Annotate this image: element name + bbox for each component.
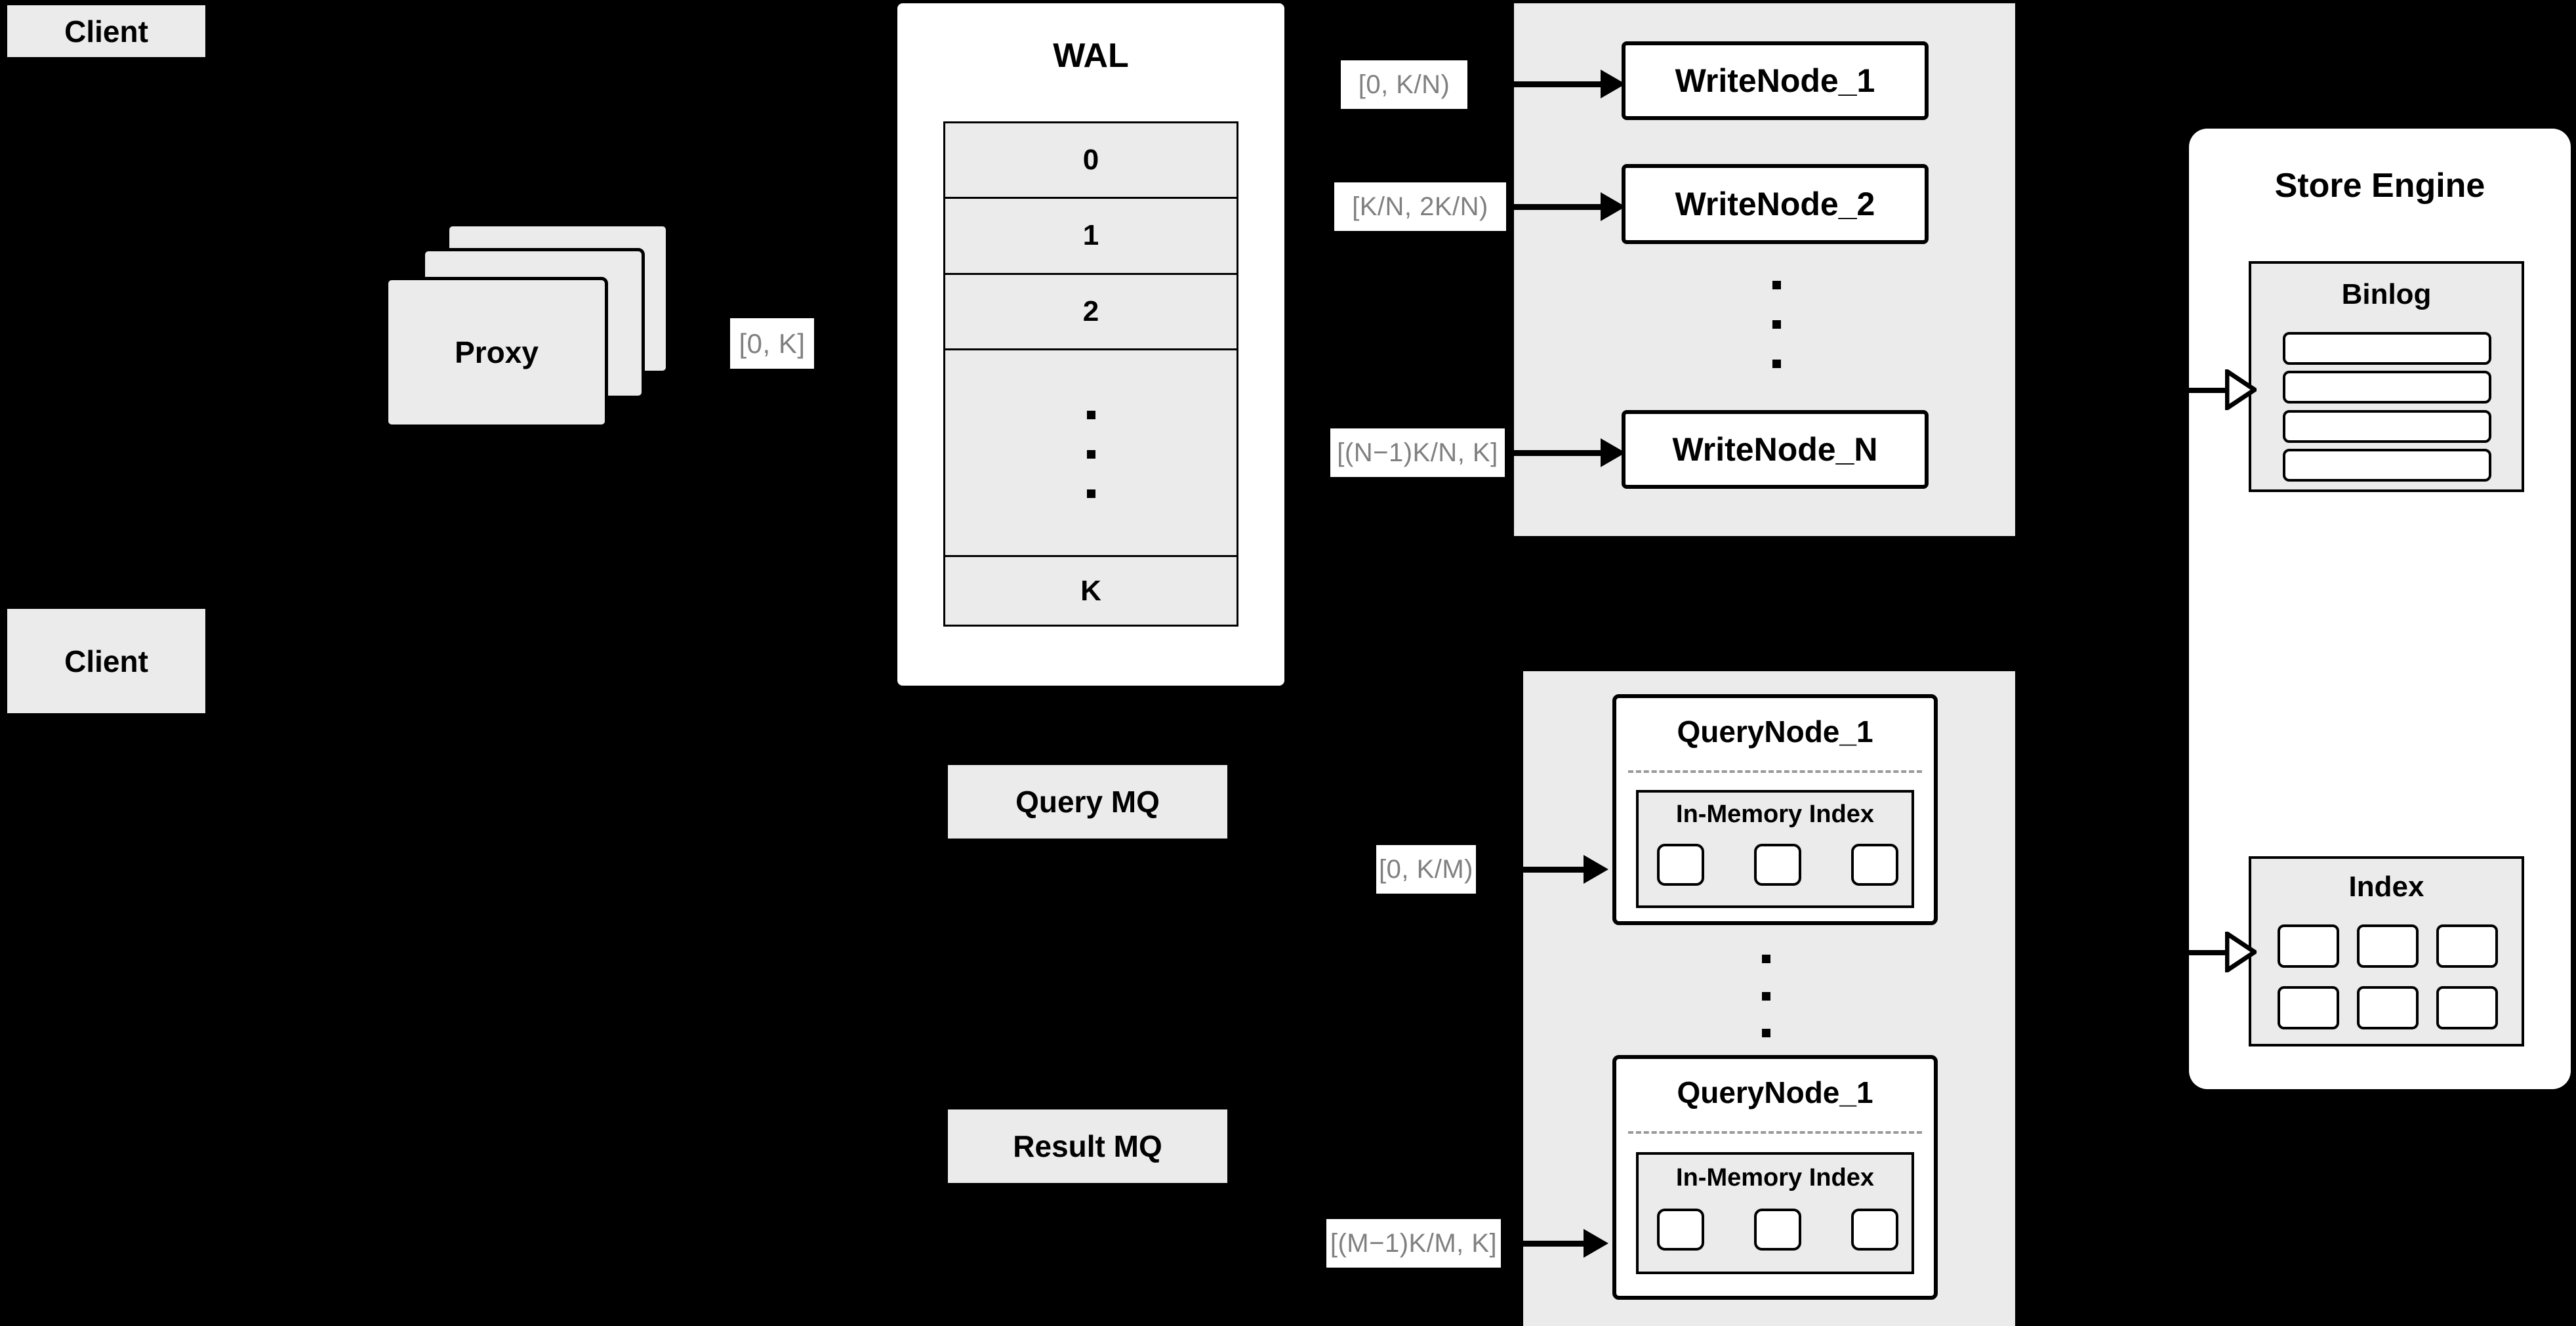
binlog-row <box>2283 371 2491 404</box>
query-mq-box[interactable]: Query MQ <box>946 763 1229 840</box>
binlog-row <box>2283 448 2491 482</box>
index-slot <box>1657 1209 1704 1251</box>
write-group-ellipsis-dot <box>1772 360 1781 368</box>
write-group-ellipsis-dot <box>1772 320 1781 329</box>
wal-cell: 2 <box>943 274 1238 350</box>
index-slot <box>1754 844 1801 886</box>
write-group-ellipsis-dot <box>1772 281 1781 289</box>
write-node-label: WriteNode_1 <box>1675 62 1875 99</box>
index-cell <box>2357 986 2419 1029</box>
result-mq-label: Result MQ <box>1013 1129 1162 1163</box>
write-node-2[interactable]: WriteNode_2 <box>1622 164 1929 244</box>
client-label: Client <box>64 14 148 49</box>
client-box-1[interactable]: Client <box>5 3 207 59</box>
write-node-n[interactable]: WriteNode_N <box>1622 410 1929 489</box>
proxy-range-label: [0, K] <box>730 318 814 369</box>
index-cell <box>2436 924 2498 968</box>
query-range-label-2: [(M−1)K/M, K] <box>1326 1219 1501 1268</box>
store-binlog-arrow-head <box>2224 367 2259 413</box>
proxy-card-front[interactable]: Proxy <box>385 277 608 428</box>
query-node-card-2[interactable]: QueryNode_1 In-Memory Index <box>1612 1055 1938 1300</box>
query-mq-label: Query MQ <box>1015 785 1160 819</box>
wal-cell: 1 <box>943 199 1238 275</box>
index-cell <box>2278 986 2339 1029</box>
wal-cell-ellipsis <box>943 350 1238 558</box>
index-slot <box>1754 1209 1801 1251</box>
query-node-separator <box>1628 1131 1922 1134</box>
query-range-label-1: [0, K/M) <box>1376 845 1476 894</box>
index-title: Index <box>2348 871 2424 903</box>
write-range-label-3: [(N−1)K/N, K] <box>1330 428 1505 477</box>
query-arrow-line-2 <box>1503 1241 1589 1247</box>
index-cell <box>2278 924 2339 968</box>
query-group-ellipsis-dot <box>1762 1029 1770 1037</box>
write-arrow-line-3 <box>1507 450 1606 456</box>
query-group-ellipsis-dot <box>1762 992 1770 1001</box>
write-arrow-head-2 <box>1601 192 1625 221</box>
index-cell <box>2436 986 2498 1029</box>
binlog-title: Binlog <box>2341 278 2432 310</box>
index-box: Index <box>2249 856 2524 1046</box>
binlog-box: Binlog <box>2249 261 2524 492</box>
store-index-arrow-head <box>2224 929 2259 975</box>
query-group-ellipsis-dot <box>1762 955 1770 963</box>
index-slot <box>1851 844 1898 886</box>
query-node-card-1[interactable]: QueryNode_1 In-Memory Index <box>1612 694 1938 925</box>
write-range-label-1: [0, K/N) <box>1341 60 1467 109</box>
in-memory-index-title: In-Memory Index <box>1676 800 1874 828</box>
write-node-1[interactable]: WriteNode_1 <box>1622 41 1929 120</box>
index-slot <box>1851 1209 1898 1251</box>
in-memory-index-box-2: In-Memory Index <box>1636 1152 1914 1274</box>
write-node-label: WriteNode_N <box>1672 431 1878 468</box>
write-arrow-line-1 <box>1496 81 1606 87</box>
proxy-label: Proxy <box>455 335 539 369</box>
binlog-row <box>2283 332 2491 365</box>
write-arrow-head-1 <box>1601 70 1625 98</box>
wal-cell: K <box>943 557 1238 627</box>
store-engine-title: Store Engine <box>2274 167 2485 205</box>
in-memory-index-title: In-Memory Index <box>1676 1164 1874 1191</box>
write-node-label: WriteNode_2 <box>1675 186 1875 222</box>
query-node-title: QueryNode_1 <box>1677 715 1873 749</box>
write-range-label-2: [K/N, 2K/N) <box>1334 182 1506 231</box>
result-mq-box[interactable]: Result MQ <box>946 1108 1229 1185</box>
store-index-arrow-line <box>2189 950 2230 955</box>
client-box-2[interactable]: Client <box>5 607 207 715</box>
client-label: Client <box>64 644 148 678</box>
write-arrow-line-2 <box>1509 204 1606 210</box>
in-memory-index-box-1: In-Memory Index <box>1636 790 1914 908</box>
store-binlog-arrow-line <box>2189 388 2230 393</box>
index-slot <box>1657 844 1704 886</box>
query-arrow-head-2 <box>1584 1229 1608 1258</box>
wal-cell: 0 <box>943 121 1238 199</box>
query-node-title: QueryNode_1 <box>1677 1075 1873 1109</box>
query-arrow-line-1 <box>1477 867 1589 873</box>
binlog-row <box>2283 409 2491 443</box>
index-cell <box>2357 924 2419 968</box>
write-arrow-head-3 <box>1601 438 1625 467</box>
wal-title: WAL <box>1053 37 1129 75</box>
query-node-separator <box>1628 770 1922 773</box>
wal-cells: 0 1 2 K <box>943 121 1238 627</box>
query-arrow-head-1 <box>1584 855 1608 884</box>
